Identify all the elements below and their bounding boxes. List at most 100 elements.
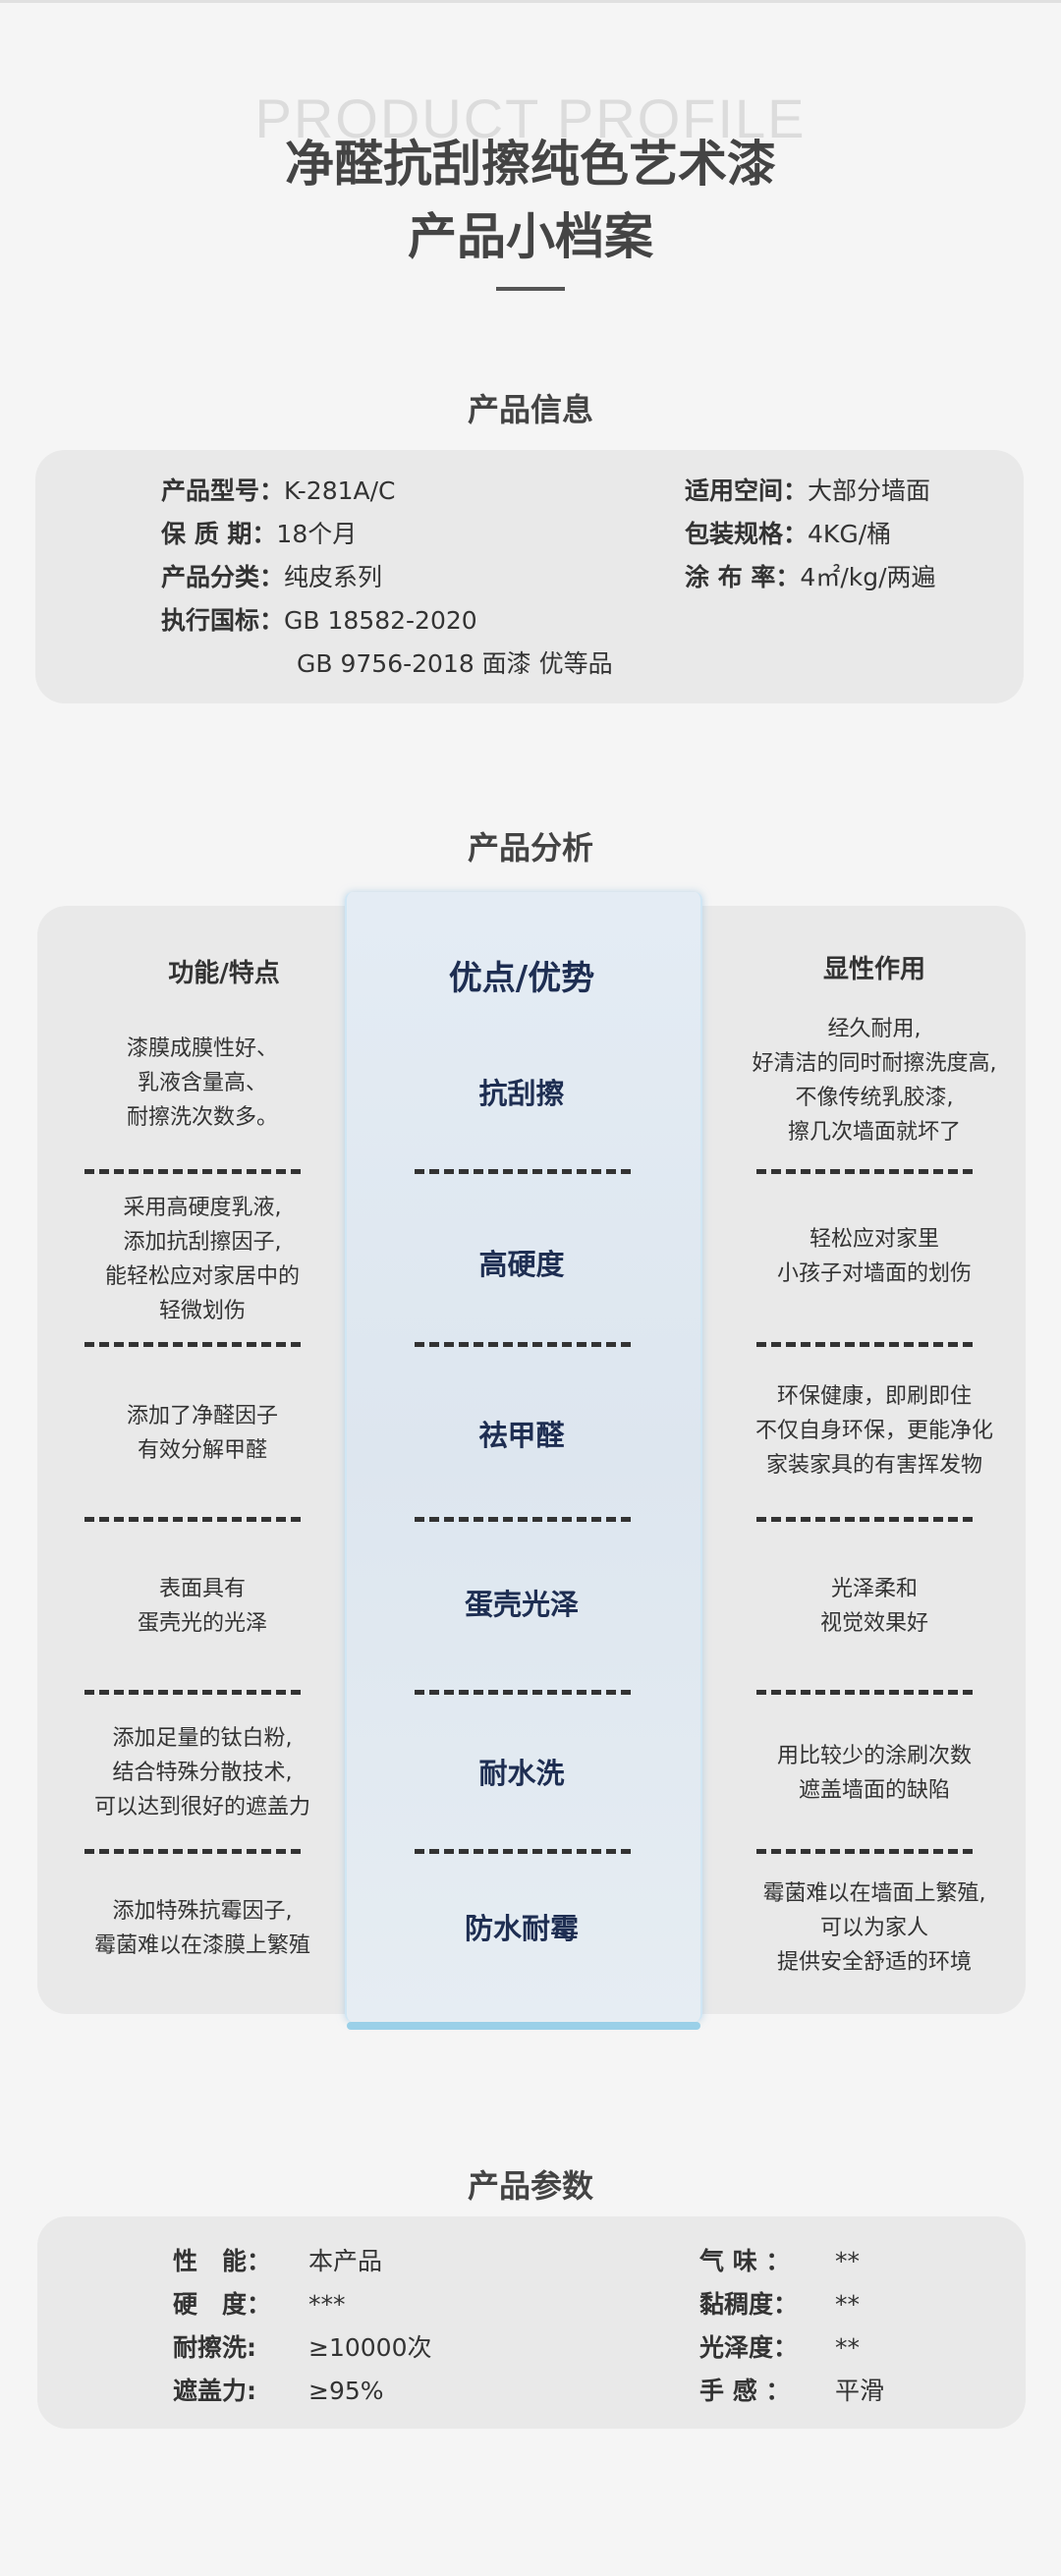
title-underline	[496, 287, 565, 291]
info-value: K-281A/C	[284, 476, 396, 505]
info-section-title: 产品信息	[467, 391, 593, 428]
param-hiding: 遮盖力: ≥95%	[173, 2372, 384, 2407]
effect-cell: 用比较少的涂刷次数 遮盖墙面的缺陷	[717, 1739, 1032, 1808]
info-label: 产品型号：	[161, 476, 285, 505]
effect-line: 轻松应对家里	[809, 1227, 939, 1252]
row-divider	[415, 1517, 631, 1522]
row-divider	[415, 1342, 631, 1347]
param-value: **	[835, 2333, 860, 2362]
row-divider	[756, 1169, 973, 1174]
param-value: 本产品	[308, 2247, 383, 2275]
feature-line: 有效分解甲醛	[137, 1438, 267, 1463]
feature-line: 添加了净醛因子	[126, 1404, 278, 1428]
feature-line: 采用高硬度乳液,	[123, 1196, 282, 1220]
feature-cell: 表面具有 蛋壳光的光泽	[45, 1572, 360, 1641]
info-value: GB 18582-2020	[284, 606, 477, 635]
page-header: PRODUCT PROFILE 净醛抗刮擦纯色艺术漆 产品小档案	[0, 79, 1061, 273]
feature-line: 轻微划伤	[158, 1299, 246, 1323]
feature-line: 能轻松应对家居中的	[104, 1264, 300, 1289]
feature-cell: 添加特殊抗霉因子, 霉菌难以在漆膜上繁殖	[45, 1894, 360, 1963]
effect-line: 小孩子对墙面的划伤	[776, 1261, 972, 1286]
feature-line: 表面具有	[158, 1577, 246, 1601]
param-label: 黏稠度：	[699, 2290, 799, 2319]
info-value: 纯皮系列	[284, 563, 383, 591]
effect-cell: 光泽柔和 视觉效果好	[717, 1572, 1032, 1641]
effect-line: 霉菌难以在墙面上繁殖,	[762, 1881, 986, 1906]
effect-cell: 经久耐用, 好清洁的同时耐擦洗度高, 不像传统乳胶漆, 擦几次墙面就坏了	[717, 1012, 1032, 1149]
info-label: 保 质 期：	[161, 520, 277, 548]
title-line-1: 净醛抗刮擦纯色艺术漆	[285, 136, 776, 193]
param-label: 遮盖力:	[173, 2377, 256, 2405]
advantage-column-panel	[345, 892, 702, 2030]
column-head-features: 功能/特点	[168, 959, 280, 988]
title-line-2: 产品小档案	[408, 208, 653, 265]
feature-line: 蛋壳光的光泽	[137, 1611, 267, 1636]
param-performance: 性 能：本产品	[173, 2242, 382, 2277]
param-label: 硬 度：	[173, 2290, 272, 2319]
info-row-standard: 执行国标：GB 18582-2020	[161, 601, 477, 637]
effect-line: 好清洁的同时耐擦洗度高,	[752, 1051, 997, 1076]
param-value: 平滑	[835, 2377, 885, 2405]
feature-line: 漆膜成膜性好、	[126, 1036, 278, 1061]
info-label: 执行国标：	[161, 606, 285, 635]
params-section-title: 产品参数	[467, 2167, 593, 2205]
effect-line: 经久耐用,	[827, 1017, 921, 1041]
info-value: 大部分墙面	[808, 476, 931, 505]
info-label: 涂 布 率：	[685, 563, 801, 591]
ghost-watermark-text: PRODUCT PROFILE	[254, 87, 807, 149]
row-divider	[84, 1342, 301, 1347]
info-label: 包装规格：	[685, 520, 809, 548]
row-divider	[84, 1849, 301, 1854]
info-label: 适用空间：	[685, 476, 809, 505]
effect-line: 擦几次墙面就坏了	[787, 1120, 961, 1145]
feature-line: 添加抗刮擦因子,	[123, 1230, 282, 1255]
info-row-category: 产品分类：纯皮系列	[161, 558, 382, 593]
row-divider	[756, 1849, 973, 1854]
info-card: 产品型号：K-281A/C 保 质 期：18个月 产品分类：纯皮系列 执行国标：…	[35, 450, 1024, 703]
param-value: **	[835, 2247, 860, 2275]
advantage-cell: 高硬度	[478, 1248, 565, 1281]
row-divider	[756, 1690, 973, 1695]
advantage-cell: 祛甲醛	[478, 1419, 565, 1452]
row-divider	[84, 1517, 301, 1522]
row-divider	[756, 1517, 973, 1522]
param-label: 光泽度：	[699, 2333, 799, 2362]
feature-cell: 添加了净醛因子 有效分解甲醛	[45, 1399, 360, 1468]
row-divider	[756, 1342, 973, 1347]
effect-line: 不像传统乳胶漆,	[795, 1086, 954, 1110]
info-row-shelf-life: 保 质 期：18个月	[161, 515, 357, 550]
info-row-package: 包装规格：4KG/桶	[685, 515, 891, 550]
param-value: ***	[308, 2290, 346, 2319]
param-viscosity: 黏稠度：**	[699, 2285, 860, 2321]
param-label: 手 感 ：	[699, 2377, 791, 2405]
param-scrub: 耐擦洗: ≥10000次	[173, 2328, 431, 2364]
info-row-coverage: 涂 布 率：4㎡/kg/两遍	[685, 558, 936, 593]
effect-cell: 环保健康，即刷即住 不仅自身环保，更能净化 家装家具的有害挥发物	[717, 1379, 1032, 1483]
effect-line: 家装家具的有害挥发物	[765, 1453, 982, 1478]
row-divider	[415, 1690, 631, 1695]
param-odor: 气 味 ：**	[699, 2242, 860, 2277]
page-title: 净醛抗刮擦纯色艺术漆 产品小档案	[0, 128, 1061, 273]
info-value: 4㎡/kg/两遍	[800, 563, 936, 591]
param-value: ≥10000次	[308, 2333, 432, 2362]
effect-line: 环保健康，即刷即住	[776, 1384, 972, 1409]
effect-cell: 轻松应对家里 小孩子对墙面的划伤	[717, 1222, 1032, 1291]
feature-line: 添加特殊抗霉因子,	[112, 1899, 293, 1924]
row-divider	[84, 1169, 301, 1174]
info-row-standard-2: GB 9756-2018 面漆 优等品	[297, 649, 613, 678]
effect-line: 遮盖墙面的缺陷	[798, 1778, 950, 1803]
panel-bottom-glow	[347, 2022, 700, 2030]
effect-line: 光泽柔和	[830, 1577, 918, 1601]
param-label: 耐擦洗:	[173, 2333, 256, 2362]
info-row-model: 产品型号：K-281A/C	[161, 472, 396, 507]
info-value: 18个月	[276, 520, 358, 548]
param-value: ≥95%	[308, 2377, 384, 2405]
effect-line: 用比较少的涂刷次数	[776, 1744, 972, 1768]
column-head-advantages: 优点/优势	[448, 959, 595, 998]
effect-line: 可以为家人	[819, 1916, 928, 1940]
effect-line: 提供安全舒适的环境	[776, 1950, 972, 1975]
advantage-cell: 蛋壳光泽	[464, 1588, 579, 1621]
feature-line: 霉菌难以在漆膜上繁殖	[93, 1933, 310, 1958]
param-gloss: 光泽度： **	[699, 2328, 860, 2364]
row-divider	[415, 1849, 631, 1854]
